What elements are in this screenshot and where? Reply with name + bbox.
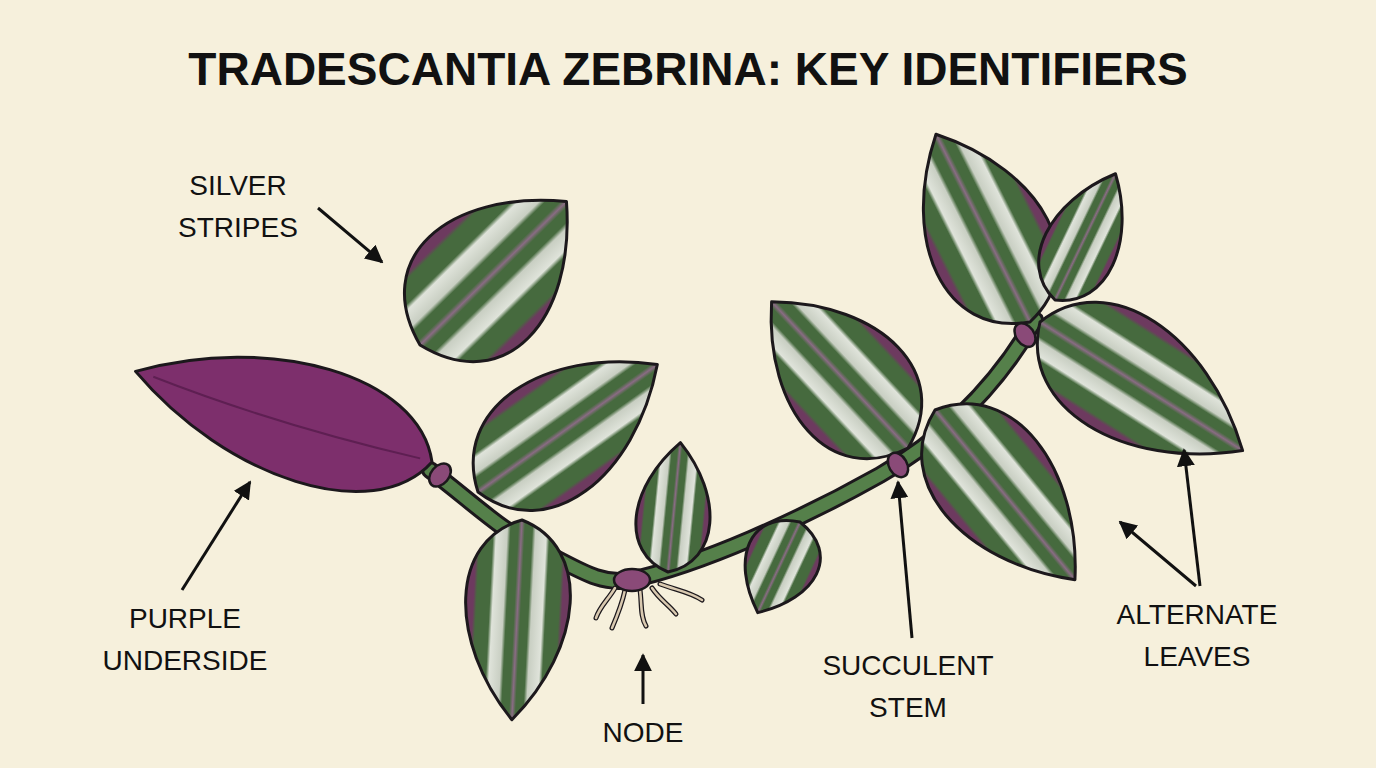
leaf [1007, 270, 1276, 502]
leader-line [642, 655, 645, 704]
leader-line [898, 482, 912, 638]
roots-outline [596, 584, 702, 628]
leaf [371, 151, 616, 396]
leaves [371, 107, 1276, 723]
leader-lines [182, 208, 1200, 704]
leader-line [318, 208, 382, 262]
leaf [460, 517, 575, 722]
callout-label: SILVER STRIPES [148, 165, 328, 249]
leader-line [1120, 522, 1196, 586]
leader-line [182, 482, 250, 590]
callout-label: ALTERNATE LEAVES [1092, 594, 1302, 678]
leader-line [1184, 450, 1200, 586]
leaf [724, 506, 833, 628]
callout-label: SUCCULENT STEM [808, 645, 1008, 729]
callout-label: NODE [583, 712, 703, 754]
leaf [1022, 158, 1149, 316]
title: TRADESCANTIA ZEBRINA: KEY IDENTIFIERS [0, 42, 1376, 96]
leaf [631, 439, 717, 575]
roots [596, 584, 702, 628]
purple-leaf [118, 315, 449, 517]
stem-nodes [425, 319, 1040, 591]
callout-label: PURPLE UNDERSIDE [80, 598, 290, 682]
leaf [727, 260, 953, 490]
